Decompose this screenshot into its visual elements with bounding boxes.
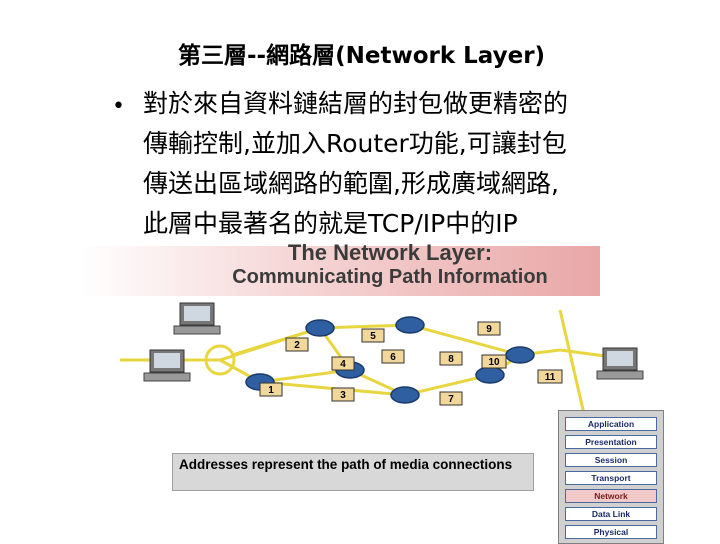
link-label-3: 3	[331, 387, 355, 402]
osi-layer-network: Network	[565, 489, 657, 503]
link-label-11: 11	[537, 369, 563, 384]
bullet-line-3: 傳送出區域網路的範圍,形成廣域網路,	[143, 169, 559, 198]
bullet-line-2: 傳輸控制,並加入Router功能,可讓封包	[143, 129, 567, 158]
link-label-10: 10	[481, 354, 507, 369]
svg-text:6: 6	[390, 352, 396, 363]
computer-icon	[173, 302, 221, 335]
svg-text:7: 7	[448, 394, 454, 405]
banner-background	[80, 246, 600, 296]
osi-layer-session: Session	[565, 453, 657, 467]
osi-layer-transport: Transport	[565, 471, 657, 485]
bullet-line-4: 此層中最著名的就是TCP/IP中的IP	[143, 209, 518, 238]
computer-icon	[143, 349, 191, 382]
network-diagram: 1 2 3 4 5 6 7 8 9 10 11	[120, 302, 644, 441]
router-icon	[305, 319, 335, 337]
svg-text:2: 2	[294, 340, 300, 351]
router-icon	[395, 316, 425, 334]
figure-banner: The Network Layer: Communicating Path In…	[160, 240, 620, 296]
link-label-8: 8	[439, 351, 463, 366]
link-label-1: 1	[259, 382, 283, 397]
figure-caption-box: Addresses represent the path of media co…	[172, 453, 534, 491]
osi-layer-application: Application	[565, 417, 657, 431]
router-icon	[475, 366, 505, 384]
svg-text:8: 8	[448, 354, 454, 365]
osi-layer-stack: Application Presentation Session Transpo…	[558, 410, 664, 544]
computer-icon	[596, 347, 644, 380]
svg-text:9: 9	[486, 324, 492, 335]
link-label-9: 9	[477, 321, 501, 336]
svg-text:5: 5	[370, 331, 376, 342]
svg-text:10: 10	[488, 357, 500, 368]
link-label-7: 7	[439, 391, 463, 406]
osi-layer-presentation: Presentation	[565, 435, 657, 449]
bullet-line-1: 對於來自資料鏈結層的封包做更精密的	[143, 89, 569, 118]
router-icon	[390, 386, 420, 404]
slide-title: 第三層--網路層(Network Layer)	[178, 43, 546, 69]
banner-title-line-2: Communicating Path Information	[232, 266, 548, 288]
network-links	[120, 309, 621, 441]
svg-text:3: 3	[340, 390, 346, 401]
figure-caption: Addresses represent the path of media co…	[179, 457, 513, 472]
link-label-6: 6	[381, 349, 405, 364]
router-icon	[505, 346, 535, 364]
svg-text:1: 1	[268, 385, 274, 396]
svg-text:11: 11	[545, 372, 556, 383]
bullet-marker: •	[112, 94, 125, 119]
link-label-4: 4	[331, 356, 355, 371]
bullet-text: 對於來自資料鏈結層的封包做更精密的 傳輸控制,並加入Router功能,可讓封包 …	[143, 84, 713, 244]
banner-title-line-1: The Network Layer:	[287, 240, 493, 265]
svg-text:4: 4	[340, 359, 346, 370]
link-label-2: 2	[285, 337, 309, 352]
link-label-5: 5	[361, 328, 385, 343]
osi-layer-physical: Physical	[565, 525, 657, 539]
osi-layer-data-link: Data Link	[565, 507, 657, 521]
